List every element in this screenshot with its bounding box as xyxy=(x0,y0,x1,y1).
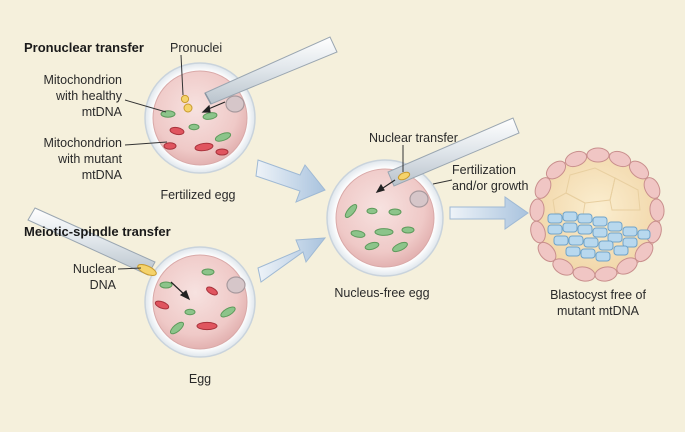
nucleus-free-egg xyxy=(326,159,444,277)
nuclear-dna xyxy=(397,171,411,181)
label-mito-healthy-3: mtDNA xyxy=(82,105,123,119)
inner-cell-mass xyxy=(547,211,651,262)
healthy-mitochondrion xyxy=(169,321,185,335)
arrow-fertilized-to-nucleus-free xyxy=(255,159,326,203)
healthy-mitochondrion xyxy=(159,281,173,289)
pipette-pronuclear xyxy=(204,36,338,105)
pointer-arrows xyxy=(170,101,396,301)
leader-lines xyxy=(117,54,453,270)
pipette-spindle xyxy=(27,207,157,276)
mutant-mitochondrion xyxy=(163,142,177,150)
label-mito-mutant-1: Mitochondrion xyxy=(43,136,122,150)
heading-pronuclear-transfer: Pronuclear transfer xyxy=(24,40,144,55)
mutant-mitochondrion xyxy=(206,286,218,296)
healthy-mitochondrion xyxy=(364,241,380,251)
polar-body xyxy=(225,95,245,113)
trophoblast-ring xyxy=(529,147,665,282)
healthy-mitochondrion xyxy=(214,132,232,142)
healthy-mitochondrion xyxy=(374,228,394,236)
healthy-mitochondrion xyxy=(366,207,378,215)
healthy-mitochondrion xyxy=(188,123,200,131)
label-nucleus-free-egg: Nucleus-free egg xyxy=(334,286,429,300)
healthy-mitochondrion xyxy=(220,306,236,318)
healthy-mitochondrion xyxy=(344,204,358,218)
healthy-mitochondrion xyxy=(160,110,176,118)
healthy-mitochondrion xyxy=(388,208,402,216)
label-mito-healthy-2: with healthy xyxy=(55,89,123,103)
egg xyxy=(144,246,256,358)
healthy-mitochondrion xyxy=(401,226,415,234)
label-fertilized-egg: Fertilized egg xyxy=(160,188,235,202)
label-nuclear-dna-1: Nuclear xyxy=(73,262,116,276)
mutant-mitochondrion xyxy=(169,126,185,136)
label-blastocyst-2: mutant mtDNA xyxy=(557,304,640,318)
mutant-mitochondrion xyxy=(215,148,229,156)
label-nuclear-transfer: Nuclear transfer xyxy=(369,131,458,145)
arrow-to-blastocyst xyxy=(449,196,529,230)
label-mito-healthy-1: Mitochondrion xyxy=(43,73,122,87)
pronucleus xyxy=(180,94,190,104)
blastocyst xyxy=(529,147,665,282)
healthy-mitochondrion xyxy=(184,308,196,316)
polar-body xyxy=(409,190,429,208)
label-blastocyst-1: Blastocyst free of xyxy=(550,288,646,302)
label-egg: Egg xyxy=(189,372,211,386)
heading-spindle-transfer: Meiotic-spindle transfer xyxy=(24,224,171,239)
mutant-mitochondrion xyxy=(196,321,218,331)
healthy-mitochondrion xyxy=(201,268,215,276)
pronucleus xyxy=(183,103,193,113)
healthy-mitochondrion xyxy=(350,230,366,238)
healthy-mitochondrion xyxy=(392,241,408,253)
polar-body xyxy=(226,276,246,294)
label-fertilization-1: Fertilization xyxy=(452,163,516,177)
healthy-mitochondrion xyxy=(202,112,218,120)
label-nuclear-dna-2: DNA xyxy=(90,278,117,292)
nuclear-dna-spindle xyxy=(137,264,157,276)
label-mito-mutant-2: with mutant xyxy=(57,152,122,166)
arrow-egg-to-nucleus-free xyxy=(257,237,327,283)
mutant-mitochondrion xyxy=(194,142,214,152)
label-mito-mutant-3: mtDNA xyxy=(82,168,123,182)
label-pronuclei: Pronuclei xyxy=(170,41,222,55)
mutant-mitochondrion xyxy=(154,300,170,310)
label-fertilization-2: and/or growth xyxy=(452,179,528,193)
